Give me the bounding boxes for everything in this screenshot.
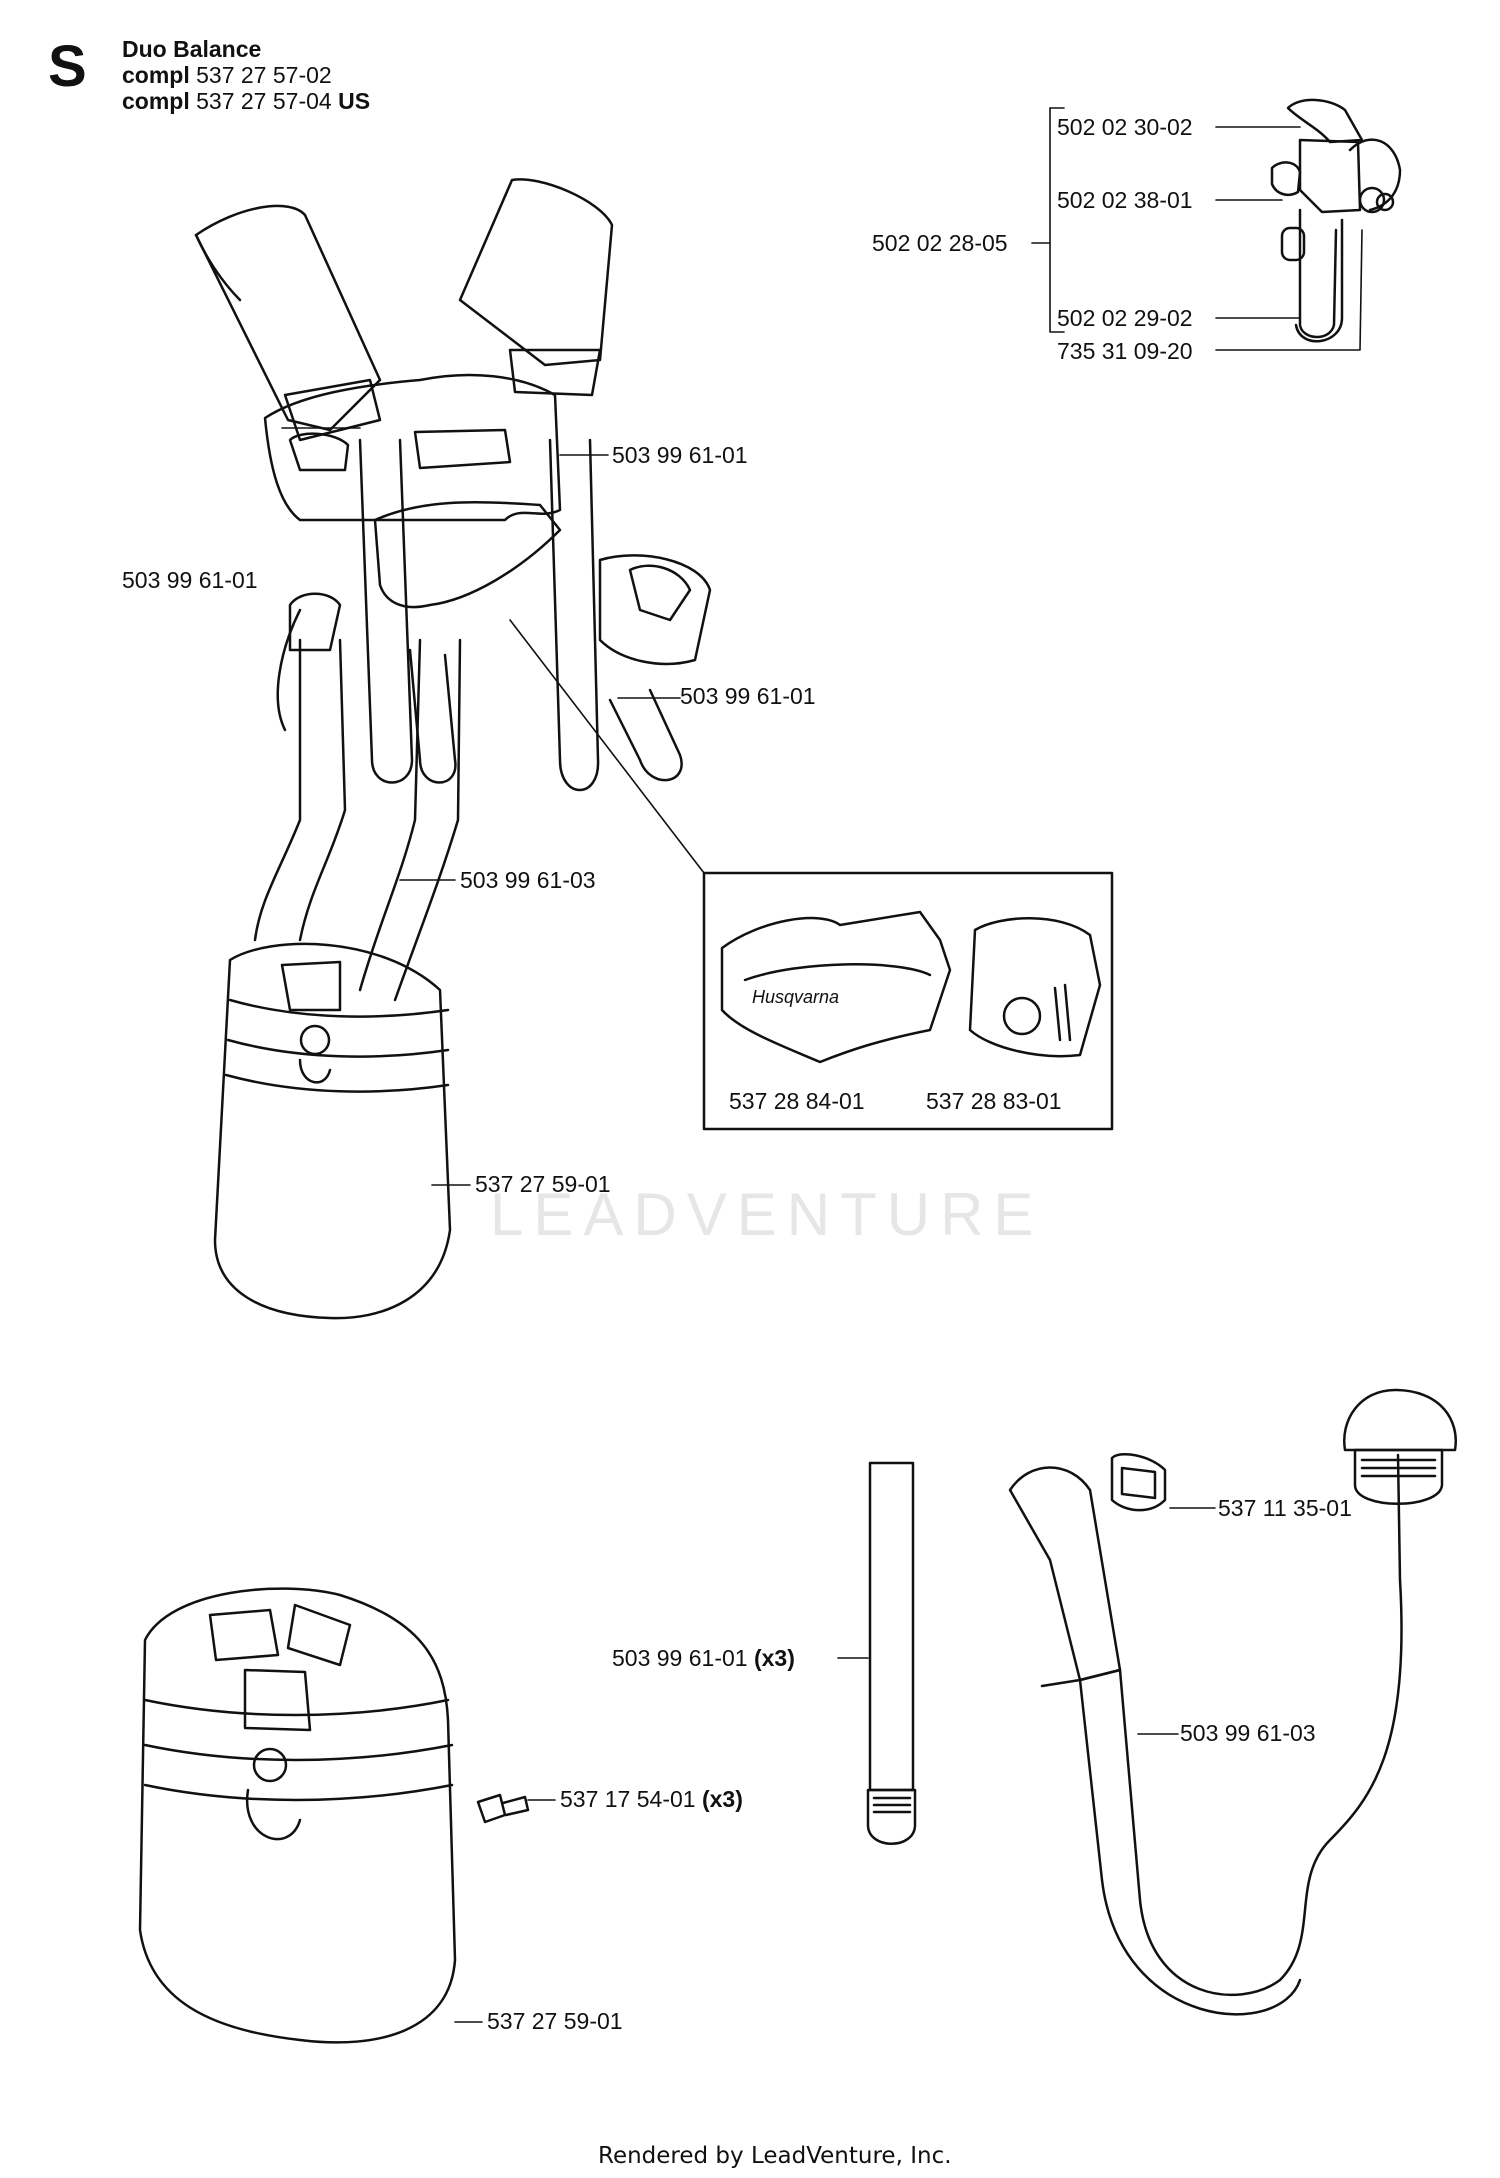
callout-strap-right-lower[interactable]: 503 99 61-01 [680,683,816,709]
callout-hip-pad-upper[interactable]: 537 27 59-01 [475,1171,611,1197]
callout-quantity: (x3) [753,1645,795,1671]
hip-pad-upper-drawing [213,942,452,1320]
compl-number: 537 27 57-02 [196,62,332,88]
compl-line-2: compl 537 27 57-04 US [122,90,370,113]
callout-strap-hip[interactable]: 503 99 61-03 [460,867,596,893]
callout-buckle[interactable]: 537 11 35-01 [1218,1495,1352,1521]
watermark: LEADVENTURE [490,1181,1044,1248]
buckle-drawing [1110,1453,1167,1512]
husqvarna-logo: Husqvarna [752,987,840,1007]
long-strap-drawing [1008,1388,1457,2016]
callout-screw[interactable]: 537 17 54-01 (x3) [560,1788,743,1811]
compl-prefix: compl [122,62,190,88]
detail-box [702,871,1114,1131]
footer-credit: Rendered by LeadVenture, Inc. [598,2143,952,2169]
callout-holder-top[interactable]: 502 02 30-02 [1057,114,1193,140]
harness-drawing [194,178,712,1002]
callout-strap-left[interactable]: 503 99 61-01 [122,567,258,593]
callout-quantity: (x3) [701,1786,743,1812]
callout-hip-pad-lower[interactable]: 537 27 59-01 [487,2008,623,2034]
leader-lines [281,107,1363,2023]
callout-holder-assembly[interactable]: 502 02 28-05 [872,230,1008,256]
screw-drawing [476,1793,530,1824]
callout-strap-right-upper[interactable]: 503 99 61-01 [612,442,748,468]
holder-assembly-drawing [1270,98,1402,343]
callout-holder-hook[interactable]: 502 02 29-02 [1057,305,1193,331]
single-strap-drawing [866,1461,917,1845]
compl-suffix: US [338,88,371,114]
compl-line-1: compl 537 27 57-02 [122,64,332,87]
hip-pad-lower-drawing [138,1587,457,2044]
callout-pad-front[interactable]: 537 28 84-01 [729,1088,865,1114]
compl-number: 537 27 57-04 [196,88,332,114]
callout-strap-long[interactable]: 503 99 61-03 [1180,1720,1316,1746]
callout-number: 537 17 54-01 [560,1786,696,1812]
section-title: Duo Balance [122,36,262,62]
section-letter: S [48,34,87,99]
callout-number: 503 99 61-01 [612,1645,748,1671]
compl-prefix: compl [122,88,190,114]
callout-pad-back[interactable]: 537 28 83-01 [926,1088,1062,1114]
callout-holder-pin[interactable]: 502 02 38-01 [1057,187,1193,213]
callout-holder-screw[interactable]: 735 31 09-20 [1057,338,1193,364]
detail-pads-drawing [720,910,1102,1064]
callout-strap-single[interactable]: 503 99 61-01 (x3) [612,1647,795,1670]
